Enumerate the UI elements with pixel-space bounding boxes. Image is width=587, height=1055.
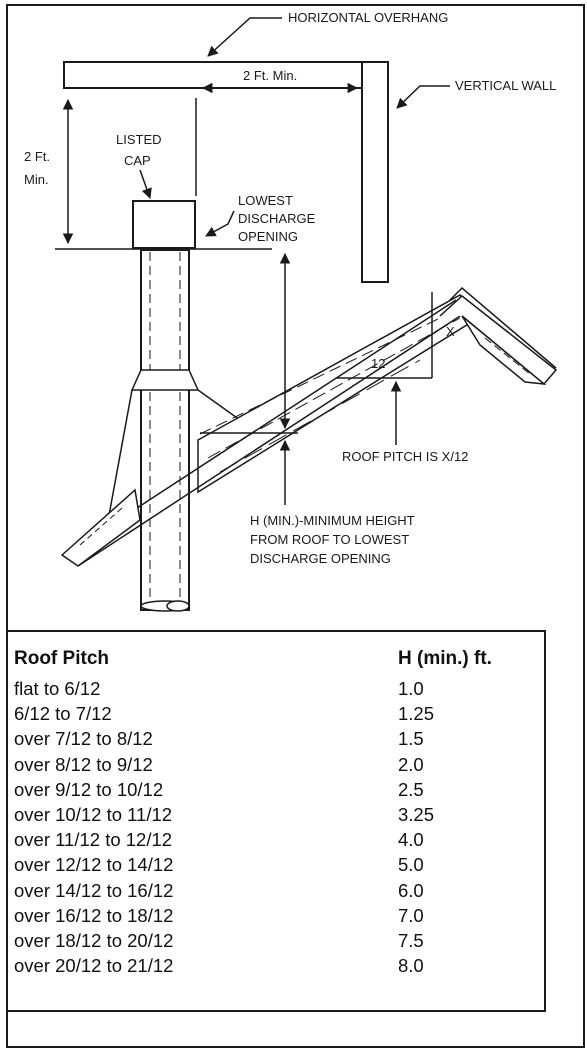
h-cell: 1.5 [398, 728, 424, 750]
table-row: over 7/12 to 8/12 1.5 [12, 726, 586, 751]
roof-pitch-label: ROOF PITCH IS X/12 [342, 449, 468, 464]
horizontal-overhang [63, 61, 363, 89]
pitch-cell: over 20/12 to 21/12 [14, 955, 174, 977]
h-cell: 6.0 [398, 879, 424, 901]
vent-pipe [140, 249, 190, 611]
horizontal-overhang-label: HORIZONTAL OVERHANG [288, 10, 448, 25]
lowest-label-2: DISCHARGE [238, 211, 316, 226]
header-roof-pitch: Roof Pitch [14, 648, 109, 669]
roof-ridge [439, 295, 558, 386]
overhang-leader [207, 17, 282, 57]
pitch-cell: over 12/12 to 14/12 [14, 854, 174, 876]
h-min-label-2: FROM ROOF TO LOWEST [250, 532, 409, 547]
header-h-min: H (min.) ft. [398, 648, 492, 669]
pitch-cell: over 11/12 to 12/12 [14, 829, 173, 851]
h-cell: 1.25 [398, 703, 435, 725]
pitch-cell: over 8/12 to 9/12 [14, 753, 153, 775]
vent-termination-diagram: HORIZONTAL OVERHANG VERTICAL WALL 2 Ft. … [24, 10, 558, 612]
h-cell: 7.5 [398, 929, 424, 951]
vertical-wall-label: VERTICAL WALL [455, 78, 556, 93]
listed-cap-label-2: CAP [124, 153, 151, 168]
table-row: over 8/12 to 9/12 2.0 [12, 752, 586, 777]
h-cell: 4.0 [398, 829, 424, 851]
vertical-clearance-label-1: 2 Ft. [24, 149, 50, 164]
table-row: over 12/12 to 14/12 5.0 [12, 852, 586, 877]
pitch-table [6, 630, 546, 1012]
listed-cap-label-1: LISTED [116, 132, 162, 147]
pitch-cell: over 14/12 to 16/12 [14, 879, 174, 901]
pitch-cell: 6/12 to 7/12 [14, 703, 112, 725]
vertical-clearance-label-2: Min. [24, 172, 49, 187]
table-row: over 10/12 to 11/12 3.25 [12, 802, 586, 827]
pitch-rise-label: X [446, 324, 455, 339]
pitch-cell: over 18/12 to 20/12 [14, 929, 174, 951]
pitch-table-header: Roof Pitch H (min.) ft. [12, 648, 586, 676]
h-cell: 5.0 [398, 854, 424, 876]
pitch-cell: flat to 6/12 [14, 678, 101, 699]
table-row: over 14/12 to 16/12 6.0 [12, 878, 586, 903]
wall-leader [396, 85, 450, 109]
table-row: over 9/12 to 10/12 2.5 [12, 777, 586, 802]
h-cell: 2.0 [398, 753, 424, 775]
pitch-cell: over 10/12 to 11/12 [14, 803, 173, 825]
storm-collar [130, 369, 200, 391]
h-min-label-3: DISCHARGE OPENING [250, 551, 391, 566]
lowest-label-1: LOWEST [238, 193, 293, 208]
pitch-run-label: 12 [371, 356, 385, 371]
h-min-label-1: H (MIN.)-MINIMUM HEIGHT [250, 513, 415, 528]
pitch-table-body: flat to 6/12 1.0 6/12 to 7/12 1.25 over 7/… [12, 676, 586, 978]
table-row: flat to 6/12 1.0 [12, 676, 586, 701]
h-cell: 1.0 [398, 678, 424, 699]
pitch-cell: over 7/12 to 8/12 [14, 728, 153, 750]
figure-frame [6, 4, 585, 1048]
horizontal-clearance-label: 2 Ft. Min. [243, 68, 297, 83]
vertical-wall [361, 61, 389, 283]
table-row: over 18/12 to 20/12 7.5 [12, 928, 586, 953]
table-row: over 20/12 to 21/12 8.0 [12, 953, 586, 978]
h-cell: 2.5 [398, 778, 424, 800]
listed-cap [132, 200, 196, 249]
table-row: over 16/12 to 18/12 7.0 [12, 903, 586, 928]
pitch-cell: over 16/12 to 18/12 [14, 904, 174, 926]
table-row: 6/12 to 7/12 1.25 [12, 701, 586, 726]
table-row: over 11/12 to 12/12 4.0 [12, 827, 586, 852]
h-cell: 8.0 [398, 955, 424, 977]
h-cell: 7.0 [398, 904, 424, 926]
h-cell: 3.25 [398, 803, 435, 825]
pitch-cell: over 9/12 to 10/12 [14, 778, 164, 800]
lowest-label-3: OPENING [238, 229, 298, 244]
